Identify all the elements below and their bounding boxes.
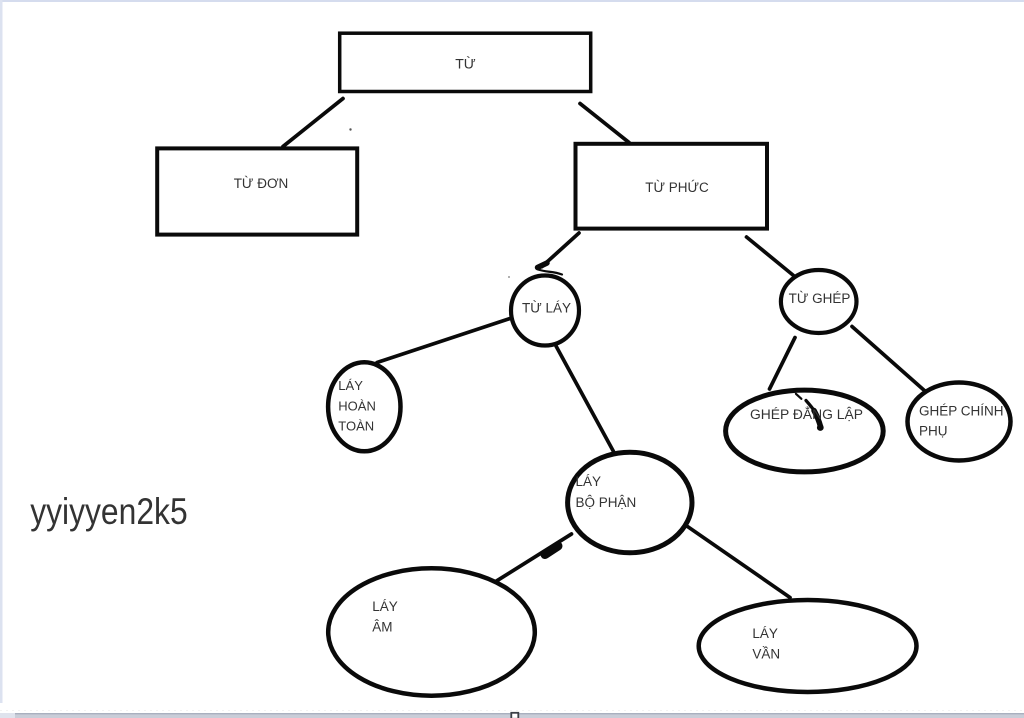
svg-text:BỘ PHẬN: BỘ PHẬN	[576, 495, 637, 510]
svg-text:PHỤ: PHỤ	[919, 424, 948, 439]
svg-text:LÁY: LÁY	[372, 599, 398, 614]
svg-text:ÂM: ÂM	[372, 620, 392, 635]
svg-text:GHÉP CHÍNH: GHÉP CHÍNH	[919, 404, 1004, 419]
svg-text:TỪ PHỨC: TỪ PHỨC	[645, 180, 709, 195]
svg-text:TỪ ĐƠN: TỪ ĐƠN	[234, 176, 289, 191]
svg-text:LÁY: LÁY	[576, 474, 602, 489]
svg-text:GHÉP ĐẲNG LẬP: GHÉP ĐẲNG LẬP	[750, 407, 863, 422]
svg-text:LÁY: LÁY	[338, 378, 363, 393]
svg-text:VẦN: VẦN	[752, 646, 780, 661]
svg-text:TỪ GHÉP: TỪ GHÉP	[789, 291, 851, 306]
svg-text:TOÀN: TOÀN	[338, 418, 374, 433]
svg-text:HOÀN: HOÀN	[338, 398, 376, 413]
svg-text:TỪ LÁY: TỪ LÁY	[522, 301, 571, 316]
svg-text:LÁY: LÁY	[752, 626, 778, 641]
svg-text:yyiyyen2k5: yyiyyen2k5	[30, 491, 188, 532]
svg-text:TỪ: TỪ	[455, 56, 476, 72]
